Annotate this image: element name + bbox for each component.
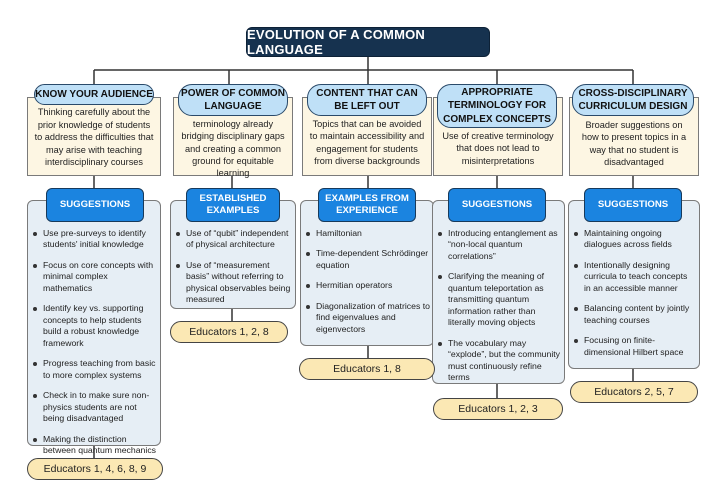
list-item: Identify key vs. supporting concepts to …	[33, 303, 159, 349]
column-2-item-list: Use of “qubit” independent of physical a…	[176, 228, 292, 315]
column-1-header: KNOW YOUR AUDIENCE	[34, 84, 154, 105]
list-item: Hamiltonian	[306, 228, 430, 239]
column-1-educators: Educators 1, 4, 6, 8, 9	[27, 458, 163, 480]
column-4-item-list: Introducing entanglement as “non-local q…	[438, 228, 561, 393]
list-item: Hermitian operators	[306, 280, 430, 291]
column-5-item-list: Maintaining ongoing dialogues across fie…	[574, 228, 696, 367]
list-item: Use of “qubit” independent of physical a…	[176, 228, 292, 251]
list-item: Intentionally designing curricula to tea…	[574, 260, 696, 294]
column-5-panel	[568, 200, 700, 369]
list-item: Focusing on finite-dimensional Hilbert s…	[574, 335, 696, 358]
list-item: Introducing entanglement as “non-local q…	[438, 228, 561, 262]
column-2-header: POWER OF COMMON LANGUAGE	[178, 84, 288, 116]
list-item: Balancing content by jointly teaching co…	[574, 303, 696, 326]
column-3-subheader: EXAMPLES FROM EXPERIENCE	[318, 188, 416, 222]
list-item: Use of “measurement basis” without refer…	[176, 260, 292, 306]
list-item: Maintaining ongoing dialogues across fie…	[574, 228, 696, 251]
column-3-header: CONTENT THAT CAN BE LEFT OUT	[307, 84, 427, 116]
column-1-subheader: SUGGESTIONS	[46, 188, 144, 222]
diagram-title: EVOLUTION OF A COMMON LANGUAGE	[246, 27, 490, 57]
column-4-header: APPROPRIATE TERMINOLOGY FOR COMPLEX CONC…	[437, 84, 557, 128]
column-2-educators: Educators 1, 2, 8	[170, 321, 288, 343]
column-3-item-list: Hamiltonian Time-dependent Schrödinger e…	[306, 228, 430, 344]
column-4-subheader: SUGGESTIONS	[448, 188, 546, 222]
column-1-panel	[27, 200, 161, 446]
column-5-header: CROSS-DISCIPLINARY CURRICULUM DESIGN	[572, 84, 694, 116]
list-item: Use pre-surveys to identify students' in…	[33, 228, 159, 251]
list-item: Focus on core concepts with minimal comp…	[33, 260, 159, 294]
column-5-subheader: SUGGESTIONS	[584, 188, 682, 222]
list-item: Diagonalization of matrices to find eige…	[306, 301, 430, 335]
list-item: Time-dependent Schrödinger equation	[306, 248, 430, 271]
list-item: Progress teaching from basic to more com…	[33, 358, 159, 381]
list-item: Check in to make sure non-physics studen…	[33, 390, 159, 424]
column-5-educators: Educators 2, 5, 7	[570, 381, 698, 403]
column-2-subheader: ESTABLISHED EXAMPLES	[186, 188, 280, 222]
column-4-panel	[432, 200, 565, 384]
column-3-educators: Educators 1, 8	[299, 358, 435, 380]
column-1-item-list: Use pre-surveys to identify students' in…	[33, 228, 159, 489]
column-1-description: Thinking carefully about the prior knowl…	[27, 97, 161, 176]
column-4-educators: Educators 1, 2, 3	[433, 398, 563, 420]
list-item: Clarifying the meaning of quantum telepo…	[438, 271, 561, 328]
column-3-panel	[300, 200, 434, 346]
list-item: The vocabulary may “explode”, but the co…	[438, 338, 561, 384]
